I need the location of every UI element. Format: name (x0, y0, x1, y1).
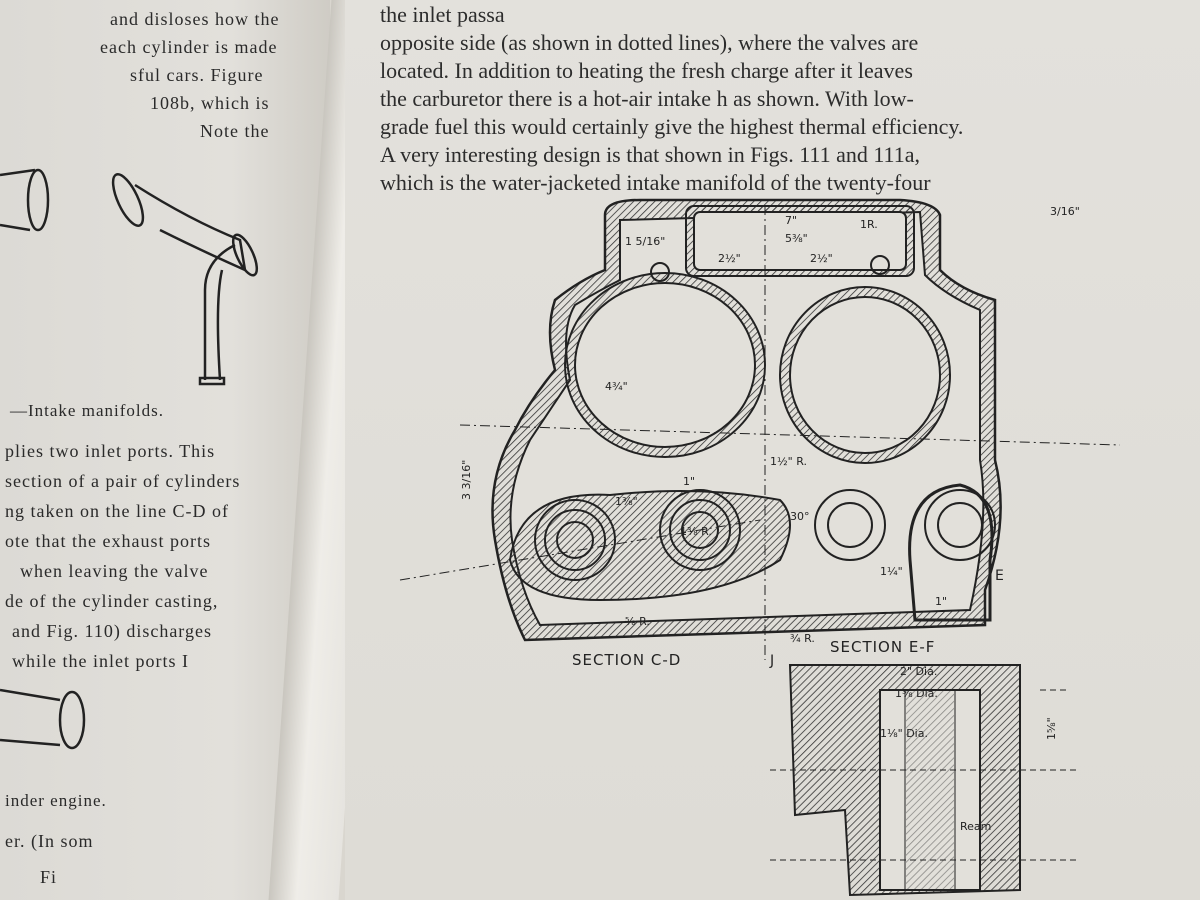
left-text-line: section of a pair of cylinders (5, 471, 241, 491)
left-text-line: ote that the exhaust ports (5, 531, 211, 551)
figure-caption: —Intake manifolds. (10, 401, 164, 420)
dimension-label: 1¼" (880, 565, 903, 578)
dimension-label: 1⅜ R. (680, 525, 712, 538)
valve-port-circles (534, 489, 996, 581)
section-cd-label: SECTION C-D (572, 651, 681, 669)
dimension-label: 1R. (860, 218, 878, 231)
section-ef-label: SECTION E-F (830, 638, 935, 656)
dimension-label: 30° (790, 510, 810, 523)
dimension-label: Ream (960, 820, 991, 833)
label-e: E (995, 568, 1004, 584)
dimension-label: 1" (935, 595, 947, 608)
left-text-line: and Fig. 110) discharges (12, 621, 212, 641)
body-text-line: A very interesting design is that shown … (380, 142, 920, 167)
left-text-line: ng taken on the line C-D of (5, 501, 229, 521)
left-text-line: Fi (40, 867, 58, 887)
dimension-label: ¾ R. (790, 632, 815, 645)
dimension-label: 1⅛" Dia. (880, 727, 928, 740)
dimension-label: 3/16" (1050, 205, 1080, 218)
left-text-line: er. (In som (5, 831, 94, 851)
dimension-label: 1⅜ Dia. (895, 687, 938, 700)
dimension-label: 1⅝" (1045, 717, 1058, 740)
left-text-line: Note the (200, 121, 270, 141)
left-text-line: when leaving the valve (20, 561, 209, 581)
dimension-label: 2½" (810, 252, 833, 265)
left-text-line: 108b, which is (150, 93, 270, 113)
body-text-line: grade fuel this would certainly give the… (380, 114, 964, 139)
dimension-label: 2½" (718, 252, 741, 265)
body-text-line: which is the water-jacketed intake manif… (380, 170, 931, 195)
figure-caption: inder engine. (5, 791, 107, 810)
dimension-label: ⅝ R. (625, 615, 650, 628)
label-j: J (769, 653, 774, 669)
dimension-label: 1⅜" (615, 495, 638, 508)
body-text-line: the carburetor there is a hot-air intake… (380, 86, 914, 111)
dimension-label: 2" Dia. (900, 665, 937, 678)
dimension-label: 1" (683, 475, 695, 488)
left-text-line: and disloses how the (110, 9, 280, 29)
left-page: and disloses how the each cylinder is ma… (0, 0, 330, 900)
dimension-label: 1½" R. (770, 455, 807, 468)
dimension-label: 1 5/16" (625, 235, 665, 248)
left-text-line: each cylinder is made (100, 37, 278, 57)
intake-manifold-illustration (0, 168, 259, 750)
body-text-line: the inlet passa (380, 2, 505, 27)
left-text-line: sful cars. Figure (130, 65, 264, 85)
body-text-line: located. In addition to heating the fres… (380, 58, 913, 83)
left-text-line: de of the cylinder casting, (5, 591, 219, 611)
dimension-label: 5⅜" (785, 232, 808, 245)
dimension-label: 3 3/16" (460, 460, 473, 500)
left-text-line: plies two inlet ports. This (5, 441, 216, 461)
dimension-label: 4¾" (605, 380, 628, 393)
body-text-line: opposite side (as shown in dotted lines)… (380, 30, 919, 55)
left-text-line: while the inlet ports I (12, 651, 189, 671)
dimension-label: 7" (785, 214, 797, 227)
